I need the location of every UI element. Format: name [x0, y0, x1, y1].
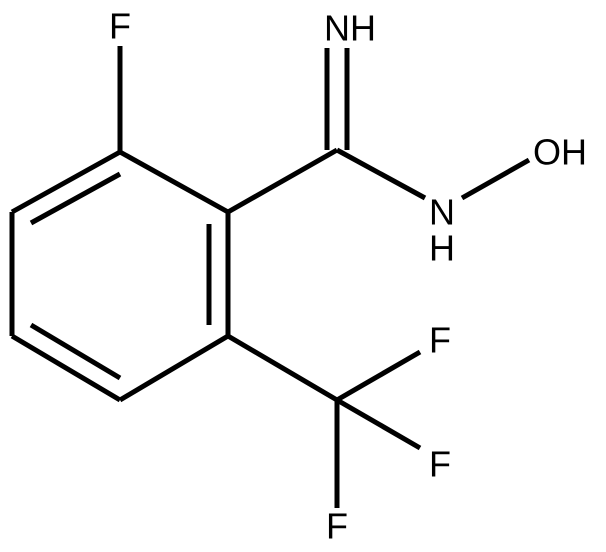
atom-label-f-ortho: F — [109, 6, 131, 47]
atom-label-cf3-f-right: F — [429, 320, 451, 361]
benzene-ring — [9, 149, 231, 403]
ring-bond-c6-c1 — [10, 149, 122, 215]
atom-label-amine-n: N — [429, 192, 455, 233]
bond-n-o — [460, 157, 531, 201]
ring-bond-c4-c5-inner — [29, 322, 122, 381]
bond-cf3-f-lower-right — [335, 397, 422, 451]
bond-c3-cf3-c — [226, 333, 339, 403]
bond-c2-amidine-c — [226, 147, 339, 215]
ring-bond-c1-c2 — [118, 149, 230, 215]
atom-label-amine-h: H — [429, 228, 455, 269]
atom-label-cf3-f-bottom: F — [326, 506, 348, 547]
ring-bond-c6-c1-inner — [29, 171, 122, 226]
bond-cf3-f-right — [335, 349, 422, 403]
bond-c-n — [335, 147, 427, 201]
ring-bond-c4-c5 — [10, 333, 122, 403]
atom-label-cf3-f-lower-right: F — [429, 444, 451, 485]
ring-bond-c3-c4 — [118, 333, 230, 403]
atom-label-oh: OH — [533, 132, 587, 173]
atom-label-imine-nh: NH — [324, 8, 376, 49]
